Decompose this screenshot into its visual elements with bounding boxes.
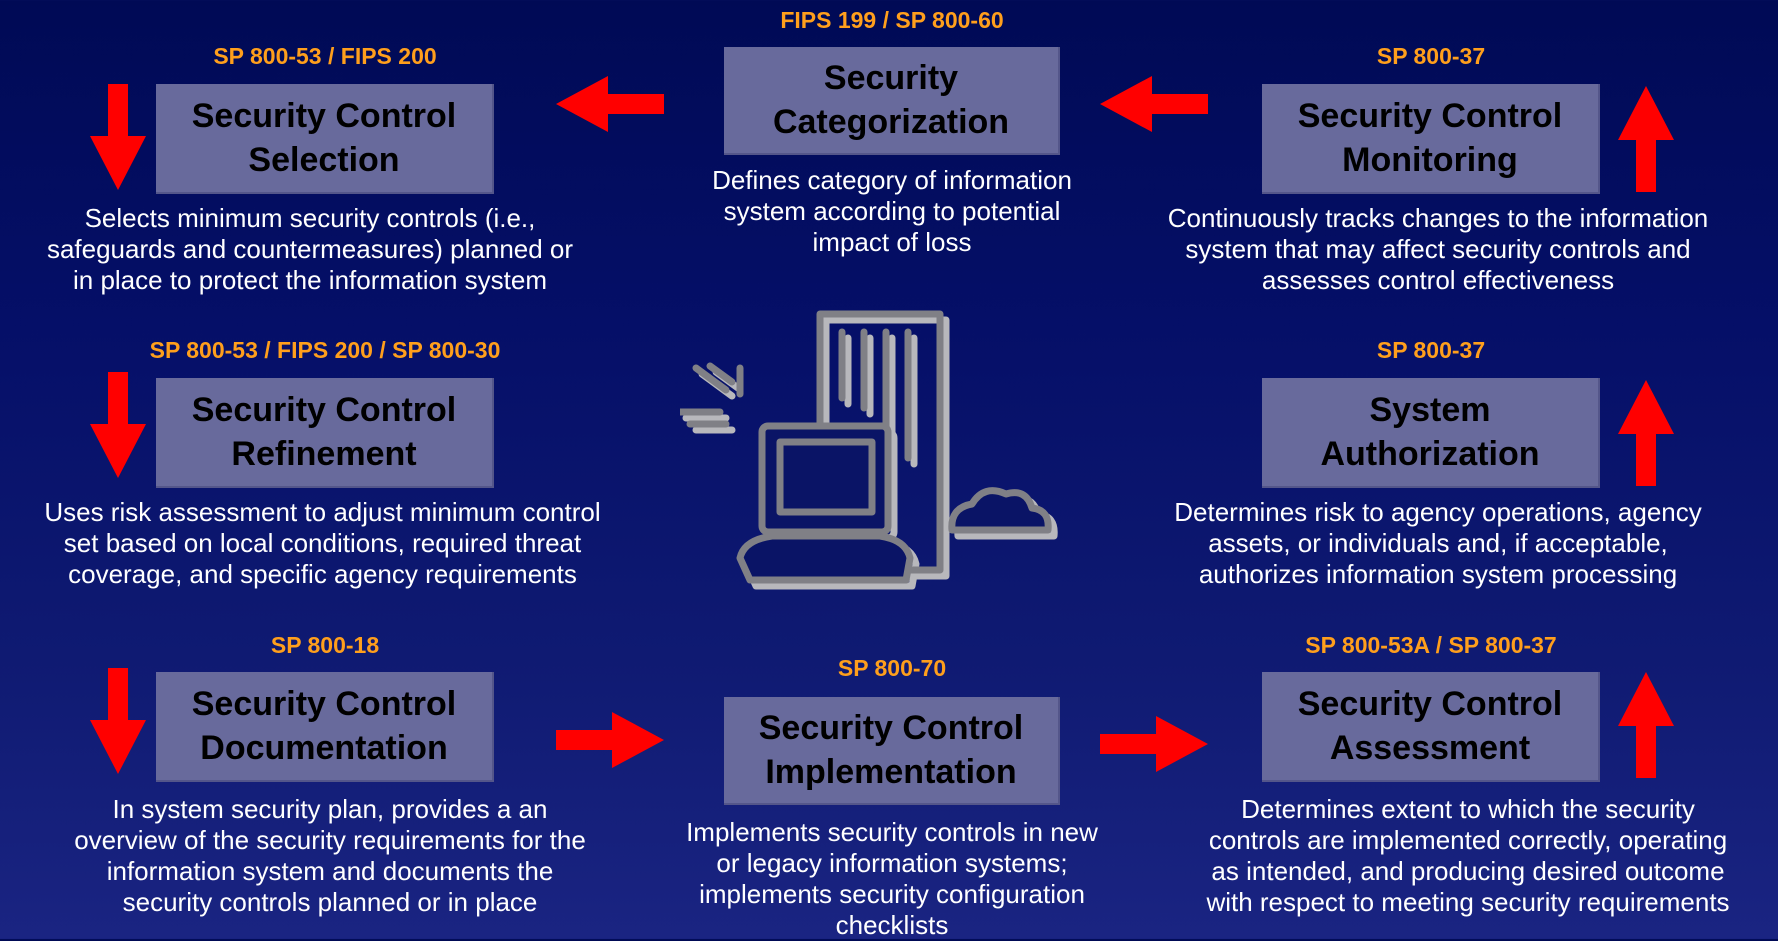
monitoring-box: Security Control Monitoring [1262, 84, 1600, 194]
monitoring-reference: SP 800-37 [1376, 43, 1486, 69]
categorization-title: Security Categorization [772, 59, 1010, 141]
documentation-title: Security Control Documentation [191, 685, 457, 767]
categorization-reference: FIPS 199 / SP 800-60 [780, 7, 1004, 33]
monitoring-description: Continuously tracks changes to the infor… [1167, 203, 1709, 295]
implementation-reference: SP 800-70 [837, 655, 947, 681]
selection-description: Selects minimum security controls (i.e.,… [46, 203, 574, 295]
refinement-reference: SP 800-53 / FIPS 200 / SP 800-30 [149, 337, 501, 363]
categorization-description: Defines category of information system a… [712, 165, 1072, 257]
selection-reference: SP 800-53 / FIPS 200 [213, 43, 437, 69]
arrow-right-icon [556, 712, 664, 768]
selection-title: Security Control Selection [191, 97, 457, 179]
implementation-description: Implements security controls in new or l… [686, 817, 1098, 940]
authorization-description: Determines risk to agency operations, ag… [1174, 497, 1702, 589]
selection-box: Security Control Selection [156, 84, 494, 194]
arrow-up-icon [1618, 380, 1674, 486]
assessment-title: Security Control Assessment [1297, 685, 1563, 767]
authorization-title: System Authorization [1320, 391, 1540, 473]
documentation-box: Security Control Documentation [156, 672, 494, 782]
arrow-down-icon [90, 84, 146, 190]
refinement-title: Security Control Refinement [191, 391, 457, 473]
arrow-up-icon [1618, 672, 1674, 778]
monitoring-title: Security Control Monitoring [1297, 97, 1563, 179]
authorization-box: System Authorization [1262, 378, 1600, 488]
implementation-box: Security Control Implementation [724, 697, 1060, 805]
implementation-title: Security Control Implementation [758, 709, 1024, 791]
computer-server-cloud-icon [680, 310, 1058, 590]
documentation-description: In system security plan, provides a an o… [74, 794, 586, 917]
assessment-box: Security Control Assessment [1262, 672, 1600, 782]
authorization-reference: SP 800-37 [1376, 337, 1486, 363]
assessment-description: Determines extent to which the security … [1206, 794, 1730, 917]
arrow-left-icon [1100, 76, 1208, 132]
documentation-reference: SP 800-18 [270, 632, 380, 658]
arrow-left-icon [556, 76, 664, 132]
arrow-right-icon [1100, 716, 1208, 772]
refinement-description: Uses risk assessment to adjust minimum c… [44, 497, 601, 589]
assessment-reference: SP 800-53A / SP 800-37 [1305, 632, 1557, 658]
categorization-box: Security Categorization [724, 47, 1060, 155]
arrow-up-icon [1618, 86, 1674, 192]
refinement-box: Security Control Refinement [156, 378, 494, 488]
arrow-down-icon [90, 668, 146, 774]
arrow-down-icon [90, 372, 146, 478]
